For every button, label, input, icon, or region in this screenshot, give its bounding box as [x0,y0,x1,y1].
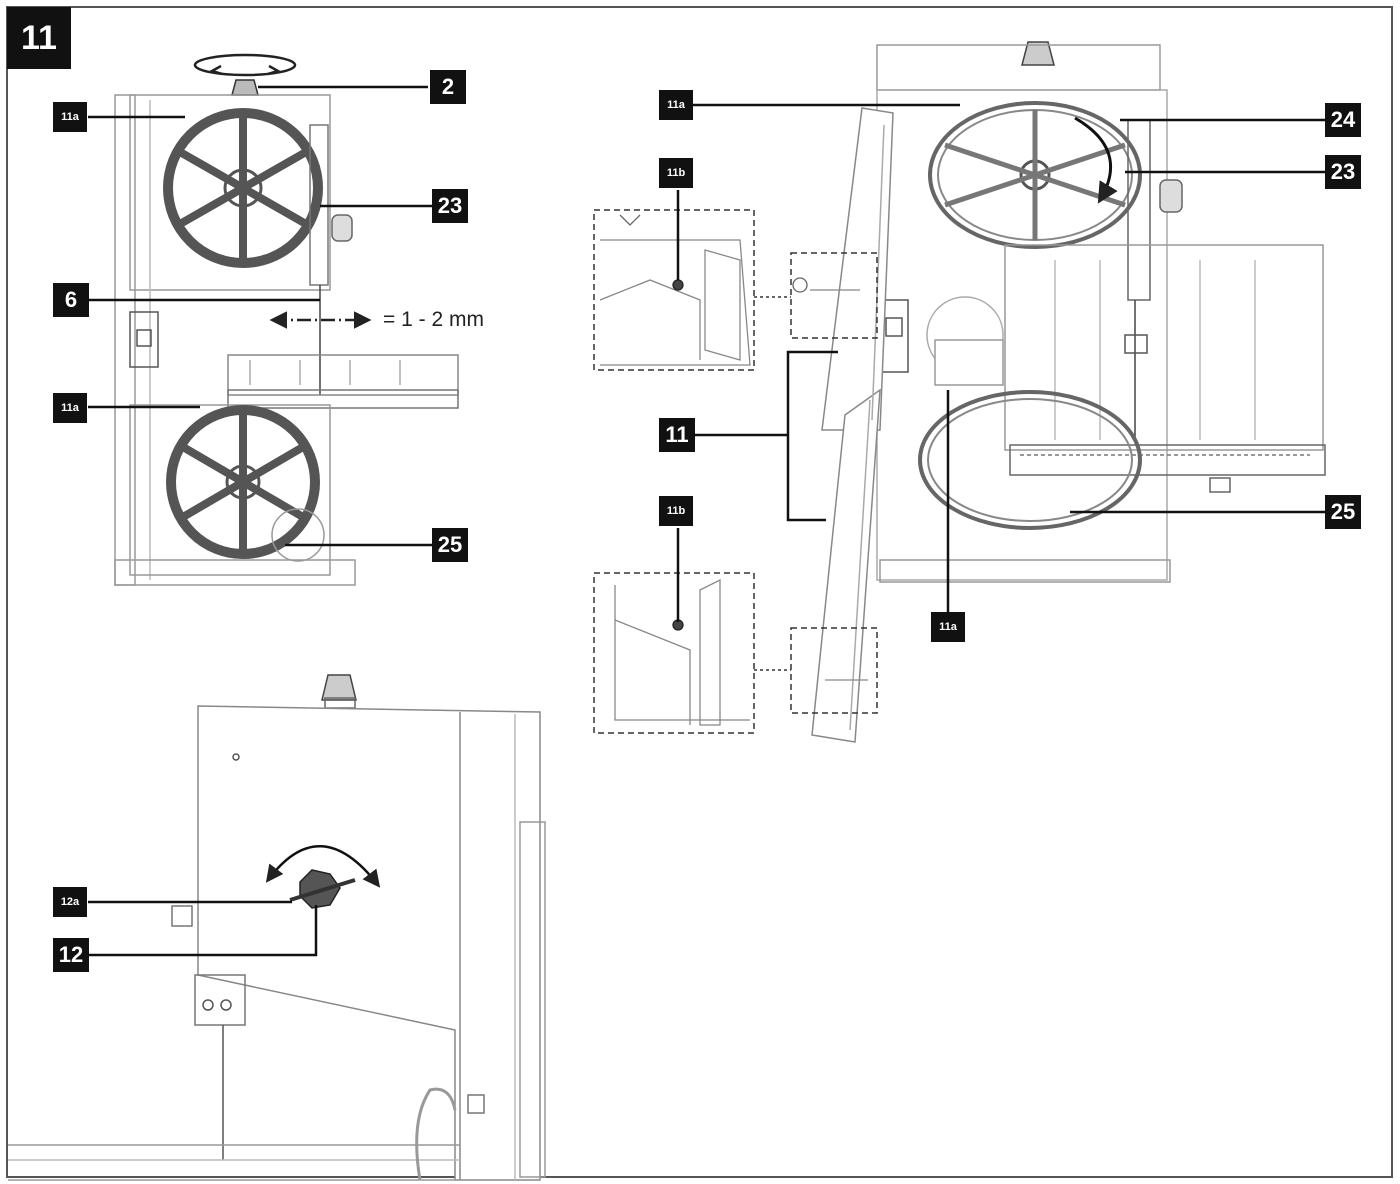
detail-box-top [593,209,755,371]
callout-23: 23 [432,189,468,223]
wheel-rotation-arrow-icon [1074,116,1118,204]
callout-23: 23 [1325,155,1361,189]
tension-knob [231,79,259,96]
callout-11b: 11b [659,158,693,188]
callout-11a: 11a [659,90,693,120]
side-lower-wheel [918,390,1142,530]
callout-12a: 12a [53,887,87,917]
callout-11b: 11b [659,496,693,526]
blade-gap-label: = 1 - 2 mm [383,308,484,331]
power-switch [129,311,159,368]
rear-view-machine [8,674,546,1181]
side-upper-wheel [928,101,1142,249]
side-view-machine [811,41,1326,743]
figure-frame [6,6,1393,1178]
rotation-arrow-icon [193,53,297,77]
leader-lines-left [88,85,432,547]
side-saw-table [1004,244,1324,451]
locking-knob [289,869,356,909]
figure-number: 11 [7,7,71,69]
callout-11: 11 [659,418,695,452]
open-cover-door [811,107,894,743]
callout-25: 25 [1325,495,1361,529]
callout-11a: 11a [53,393,87,423]
callout-25: 25 [432,528,468,562]
callout-24: 24 [1325,103,1361,137]
callout-11a: 11a [53,102,87,132]
lower-wheel [166,405,320,559]
knob-rotation-arrow-icon [265,845,381,888]
leader-lines-bottom [88,900,318,957]
detail-boxes [593,209,878,734]
callout-12: 12 [53,938,89,972]
detail-box-bottom [593,572,755,734]
saw-table [227,354,459,396]
detail-box-contents [599,214,868,726]
upper-wheel [163,108,323,268]
callout-6: 6 [53,283,89,317]
front-view-machine [114,53,459,586]
callout-2: 2 [430,70,466,104]
leader-lines-right [676,103,1325,622]
callout-11a: 11a [931,612,965,642]
